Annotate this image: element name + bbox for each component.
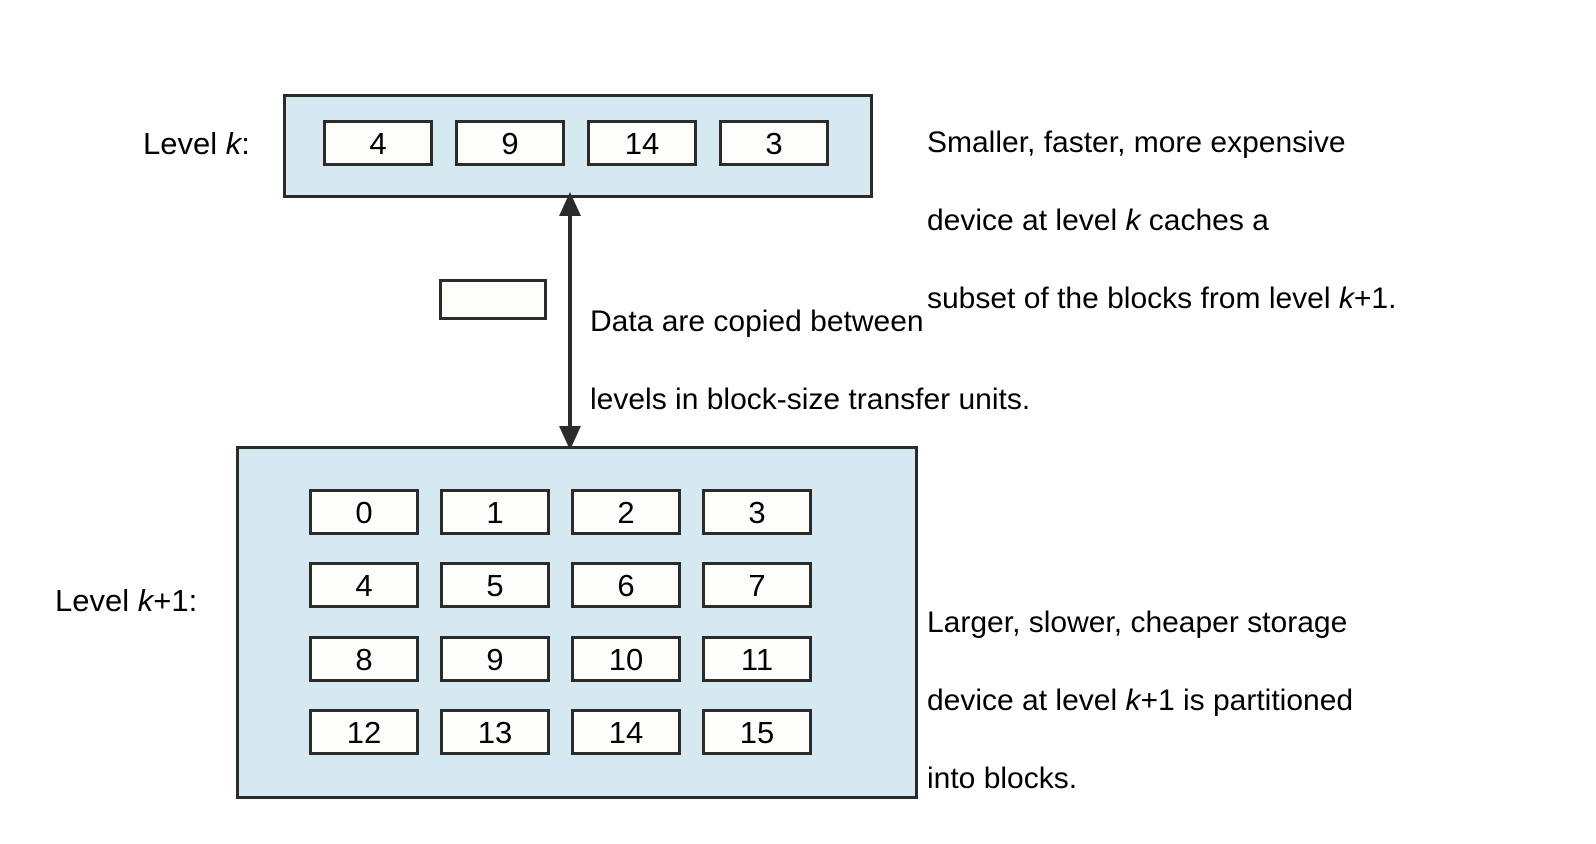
note-level-k-plus-1-description: Larger, slower, cheaper storage device a… bbox=[927, 564, 1487, 837]
note-middle-line-1: Data are copied between bbox=[590, 305, 924, 338]
note-top-line-2: device at level k caches a bbox=[927, 201, 1547, 240]
note-top-line-2-part-a: device at level bbox=[927, 204, 1126, 237]
level-k-label-suffix: : bbox=[241, 126, 250, 161]
level-k-plus-1-block-5: 5 bbox=[440, 562, 550, 608]
level-k-block-3: 3 bbox=[719, 120, 829, 166]
level-k-plus-1-block-4: 4 bbox=[309, 562, 419, 608]
level-k-plus-1-block-12: 12 bbox=[309, 709, 419, 755]
level-k-plus-1-label-variable: k bbox=[137, 583, 154, 618]
level-k-plus-1-block-11: 11 bbox=[702, 636, 812, 682]
note-level-k-description: Smaller, faster, more expensive device a… bbox=[927, 84, 1547, 357]
level-k-plus-1-block-9: 9 bbox=[440, 636, 550, 682]
level-k-plus-1-block-10: 10 bbox=[571, 636, 681, 682]
level-k-plus-1-block-2: 2 bbox=[571, 489, 681, 535]
transfer-unit-block bbox=[439, 279, 547, 320]
note-bottom-line-3: into blocks. bbox=[927, 762, 1078, 795]
level-k-plus-1-label: Level k+1: bbox=[55, 585, 197, 616]
level-k-plus-1-block-0: 0 bbox=[309, 489, 419, 535]
double-headed-vertical-arrow-icon bbox=[559, 192, 581, 450]
level-k-label: Level k: bbox=[143, 128, 250, 159]
note-bottom-line-1: Larger, slower, cheaper storage bbox=[927, 606, 1348, 639]
level-k-plus-1-block-8: 8 bbox=[309, 636, 419, 682]
note-top-line-1: Smaller, faster, more expensive bbox=[927, 126, 1346, 159]
level-k-block-2: 14 bbox=[587, 120, 697, 166]
note-bottom-line-2-variable: k bbox=[1125, 684, 1141, 717]
level-k-label-prefix: Level bbox=[143, 126, 226, 161]
level-k-plus-1-block-15: 15 bbox=[702, 709, 812, 755]
level-k-plus-1-block-1: 1 bbox=[440, 489, 550, 535]
level-k-plus-1-block-3: 3 bbox=[702, 489, 812, 535]
level-k-block-0: 4 bbox=[323, 120, 433, 166]
level-k-plus-1-block-7: 7 bbox=[702, 562, 812, 608]
level-k-plus-1-label-suffix: +1: bbox=[153, 583, 198, 618]
note-bottom-line-2-part-b: +1 is partitioned bbox=[1140, 684, 1354, 717]
level-k-plus-1-block-14: 14 bbox=[571, 709, 681, 755]
note-bottom-line-2: device at level k+1 is partitioned bbox=[927, 681, 1487, 720]
note-top-line-3-variable: k bbox=[1338, 282, 1354, 315]
note-top-line-2-variable: k bbox=[1125, 204, 1141, 237]
note-transfer-description: Data are copied between levels in block-… bbox=[590, 263, 1150, 458]
level-k-label-variable: k bbox=[225, 126, 242, 161]
level-k-block-1: 9 bbox=[455, 120, 565, 166]
note-top-line-3: subset of the blocks from level k+1. bbox=[927, 279, 1547, 318]
note-middle-line-2: levels in block-size transfer units. bbox=[590, 383, 1031, 416]
note-bottom-line-2-part-a: device at level bbox=[927, 684, 1126, 717]
note-top-line-3-part-b: +1. bbox=[1353, 282, 1397, 315]
level-k-plus-1-block-13: 13 bbox=[440, 709, 550, 755]
level-k-plus-1-block-6: 6 bbox=[571, 562, 681, 608]
note-top-line-3-part-a: subset of the blocks from level bbox=[927, 282, 1339, 315]
note-top-line-2-part-b: caches a bbox=[1140, 204, 1269, 237]
level-k-plus-1-label-prefix: Level bbox=[55, 583, 138, 618]
